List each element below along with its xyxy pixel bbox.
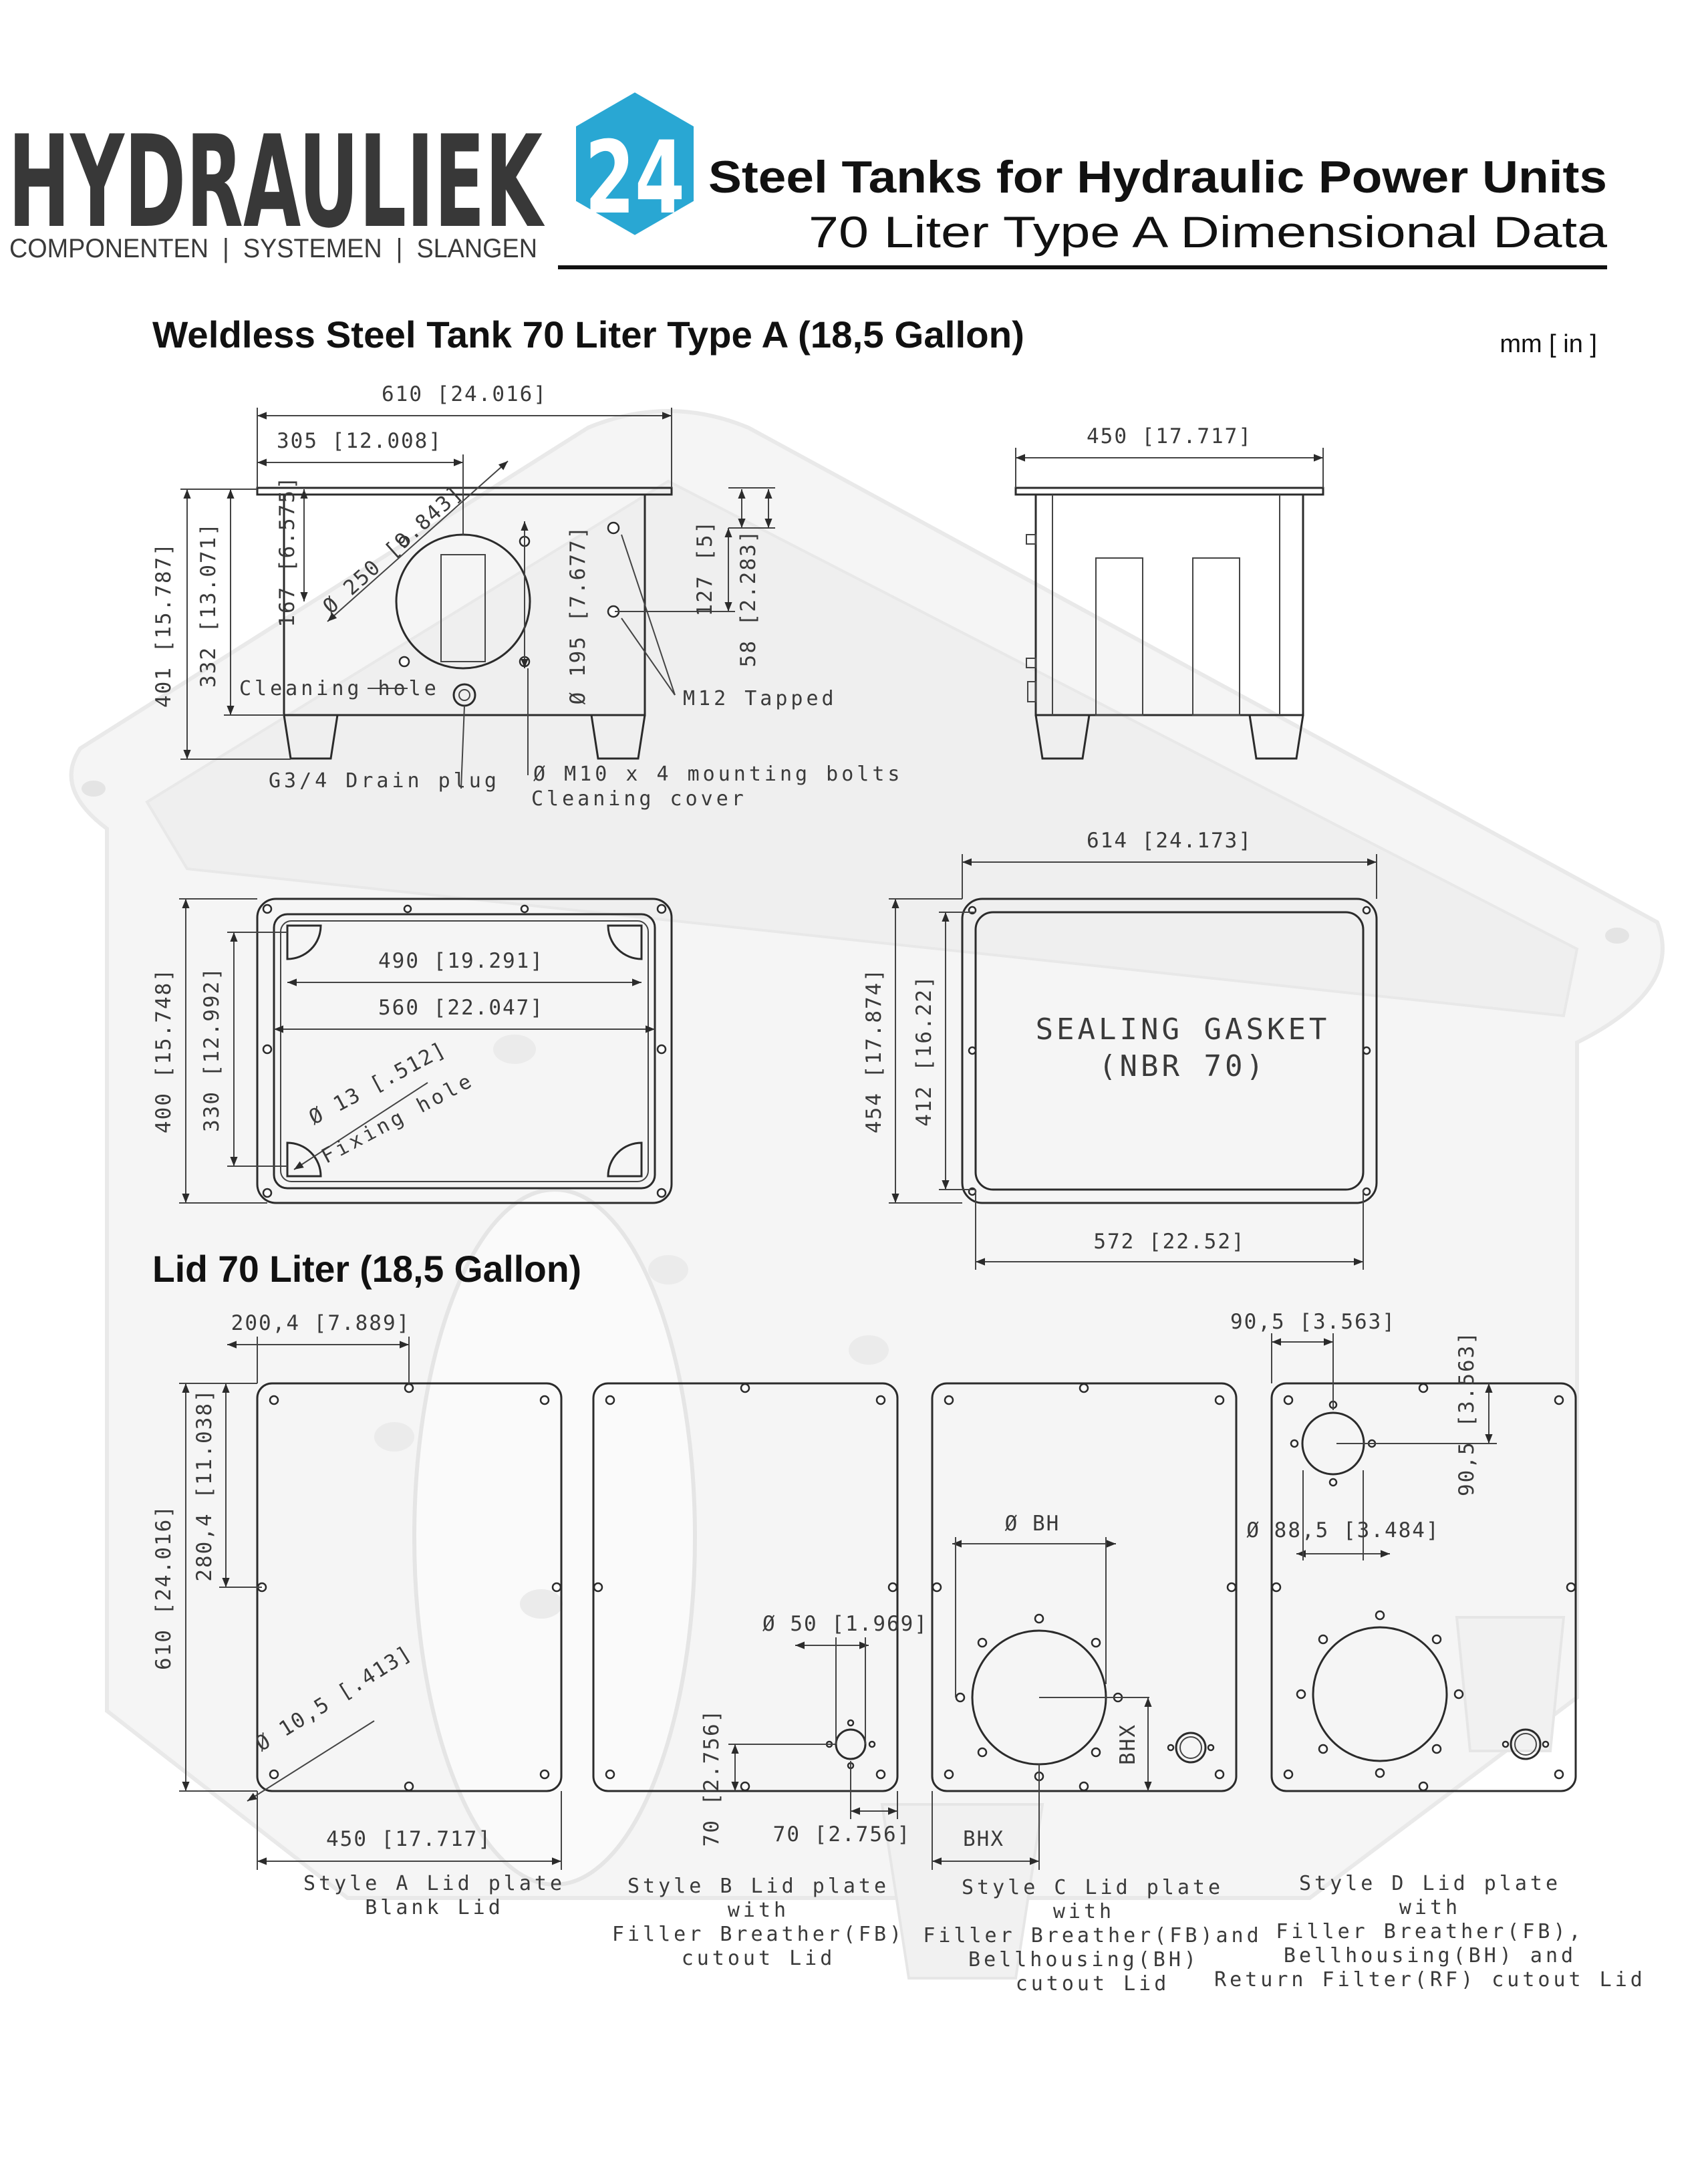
lid-d-caption-5: Return Filter(RF) cutout Lid (1214, 1968, 1646, 1992)
page-subtitle: 70 Liter Type A Dimensional Data (809, 207, 1607, 257)
lid-c-bhx-vertical-dim: BHX (1116, 1724, 1140, 1765)
front-left-foot (283, 714, 339, 760)
side-right-foot (1248, 714, 1304, 760)
lid-d-rf-dia-dim: Ø 88,5 [3.484] (1246, 1518, 1439, 1542)
lid-c-caption-1: Style C Lid plate (962, 1876, 1224, 1899)
tapped-spacing-dim: 58 [2.283] (736, 529, 760, 668)
m12-tapped-hole-upper (607, 521, 620, 535)
gasket-label-line2: (NBR 70) (1099, 1049, 1267, 1083)
side-left-foot (1034, 714, 1091, 760)
lid-d-caption-1: Style D Lid plate (1299, 1872, 1561, 1895)
tapped-offset-dim: 127 [5] (693, 520, 717, 617)
lid-a-width-dim: 450 [17.717] (326, 1827, 492, 1851)
top-corner-bracket (286, 924, 322, 960)
gasket-inner-depth-dim: 412 [16.22] (912, 974, 936, 1126)
lid-b-caption-3: Filler Breather(FB) (612, 1923, 905, 1946)
front-width-dim: 610 [24.016] (382, 382, 547, 406)
lid-d-caption-3: Filler Breather(FB), (1276, 1920, 1584, 1943)
lid-c-caption-3: Filler Breather(FB)and (923, 1924, 1262, 1947)
logo-tagline: COMPONENTEN | SYSTEMEN | SLANGEN (9, 234, 537, 263)
lid-c-bh-dia-dim: Ø BH (1005, 1512, 1060, 1536)
lid-a-hole-offset-y-dim: 280,4 [11.038] (192, 1388, 217, 1581)
lid-style-b: Ø 50 [1.969] 70 [2.756] 70 [2.756] Style… (592, 1382, 928, 1970)
lid-d-filler-breather-cutout (1510, 1728, 1542, 1760)
lid-c-caption-4: Bellhousing(BH) (968, 1948, 1199, 1971)
page-title: Steel Tanks for Hydraulic Power Units (708, 152, 1607, 202)
lid-d-rf-x-dim: 90,5 [3.563] (1230, 1310, 1396, 1334)
lid-c-filler-breather-cutout (1175, 1732, 1207, 1764)
sealing-gasket-view: 614 [24.173] 572 [22.52] 454 [17.874] 41… (862, 829, 1378, 1270)
logo-number: 24 (585, 120, 685, 237)
lid-a-length-dim: 610 [24.016] (152, 1504, 176, 1670)
gasket-outer-depth-dim: 454 [17.874] (862, 968, 886, 1133)
lid-c-caption-5: cutout Lid (1016, 1972, 1170, 1996)
logo-hexagon: 24 (573, 89, 696, 239)
lid-b-fb-y-dim: 70 [2.756] (700, 1709, 724, 1847)
lid-d-bellhousing-cutout (1312, 1626, 1448, 1762)
front-right-foot (590, 714, 646, 760)
header: HYDRAULIEK 24 COMPONENTEN | SYSTEMEN | S… (8, 89, 1607, 269)
side-tank-body (1034, 493, 1304, 716)
gasket-inner-width-dim: 572 [22.52] (1093, 1230, 1245, 1254)
front-hole-height-dim: 167 [6.575] (275, 475, 299, 627)
front-body-height-dim: 332 [13.071] (196, 522, 221, 688)
front-half-width-dim: 305 [12.008] (277, 429, 442, 453)
top-outer-flange (256, 898, 673, 1204)
top-inner-opening (273, 913, 656, 1190)
lid-a-caption-1: Style A Lid plate (303, 1872, 565, 1895)
logo-wordmark: HYDRAULIEK (8, 108, 545, 256)
lid-d-rf-y-dim: 90,5 [3.563] (1455, 1331, 1479, 1496)
cleaning-cover-note: Cleaning cover (531, 787, 747, 811)
tank-section-heading: Weldless Steel Tank 70 Liter Type A (18,… (152, 313, 1024, 356)
lid-b-caption-1: Style B Lid plate (627, 1875, 889, 1898)
top-outer-depth-dim: 400 [15.748] (152, 968, 176, 1133)
lid-c-bhx-horizontal-dim: BHX (963, 1827, 1004, 1851)
gasket-outer-width-dim: 614 [24.173] (1087, 829, 1252, 853)
cleaning-hole-note: Cleaning hole (239, 677, 440, 700)
top-outer-width-dim: 560 [22.047] (378, 996, 544, 1020)
lid-a-caption-2: Blank Lid (365, 1896, 504, 1919)
lid-style-c: Ø BH BHX BHX Style C Lid plate with Fill… (923, 1382, 1262, 1996)
units-label: mm [ in ] (1500, 330, 1597, 358)
lid-d-caption-4: Bellhousing(BH) and (1284, 1944, 1576, 1967)
side-panel-left (1095, 557, 1143, 716)
lid-a-hole-offset-x-dim: 200,4 [7.889] (231, 1311, 411, 1335)
m12-tapped-note: M12 Tapped (683, 687, 837, 710)
side-panel-right (1192, 557, 1240, 716)
background-tank-illustration (69, 409, 1665, 1980)
lid-b-fb-dia-dim: Ø 50 [1.969] (762, 1612, 928, 1636)
gasket-label-line1: SEALING GASKET (1036, 1012, 1330, 1047)
gasket-outer-edge (961, 898, 1378, 1204)
lid-b-caption-4: cutout Lid (682, 1947, 836, 1970)
lid-c-caption-2: with (1053, 1900, 1115, 1923)
top-inner-width-dim: 490 [19.291] (378, 949, 544, 973)
side-depth-dim: 450 [17.717] (1087, 424, 1252, 448)
lid-b-caption-2: with (728, 1899, 789, 1922)
front-total-height-dim: 401 [15.787] (152, 542, 176, 708)
lid-style-d: 90,5 [3.563] 90,5 [3.563] Ø 88,5 [3.484]… (1214, 1310, 1646, 1992)
lid-d-caption-2: with (1399, 1896, 1461, 1919)
lid-b-fb-x-dim: 70 [2.756] (773, 1822, 911, 1847)
drain-plug-note: G3/4 Drain plug (269, 769, 500, 793)
lid-section-heading: Lid 70 Liter (18,5 Gallon) (152, 1248, 581, 1290)
top-inner-depth-dim: 330 [12.992] (200, 966, 224, 1132)
bolt-circle-dim: Ø 195 [7.677] (566, 525, 590, 705)
side-view: 450 [17.717] (1014, 424, 1324, 760)
mounting-bolts-note: Ø M10 x 4 mounting bolts (533, 763, 903, 786)
